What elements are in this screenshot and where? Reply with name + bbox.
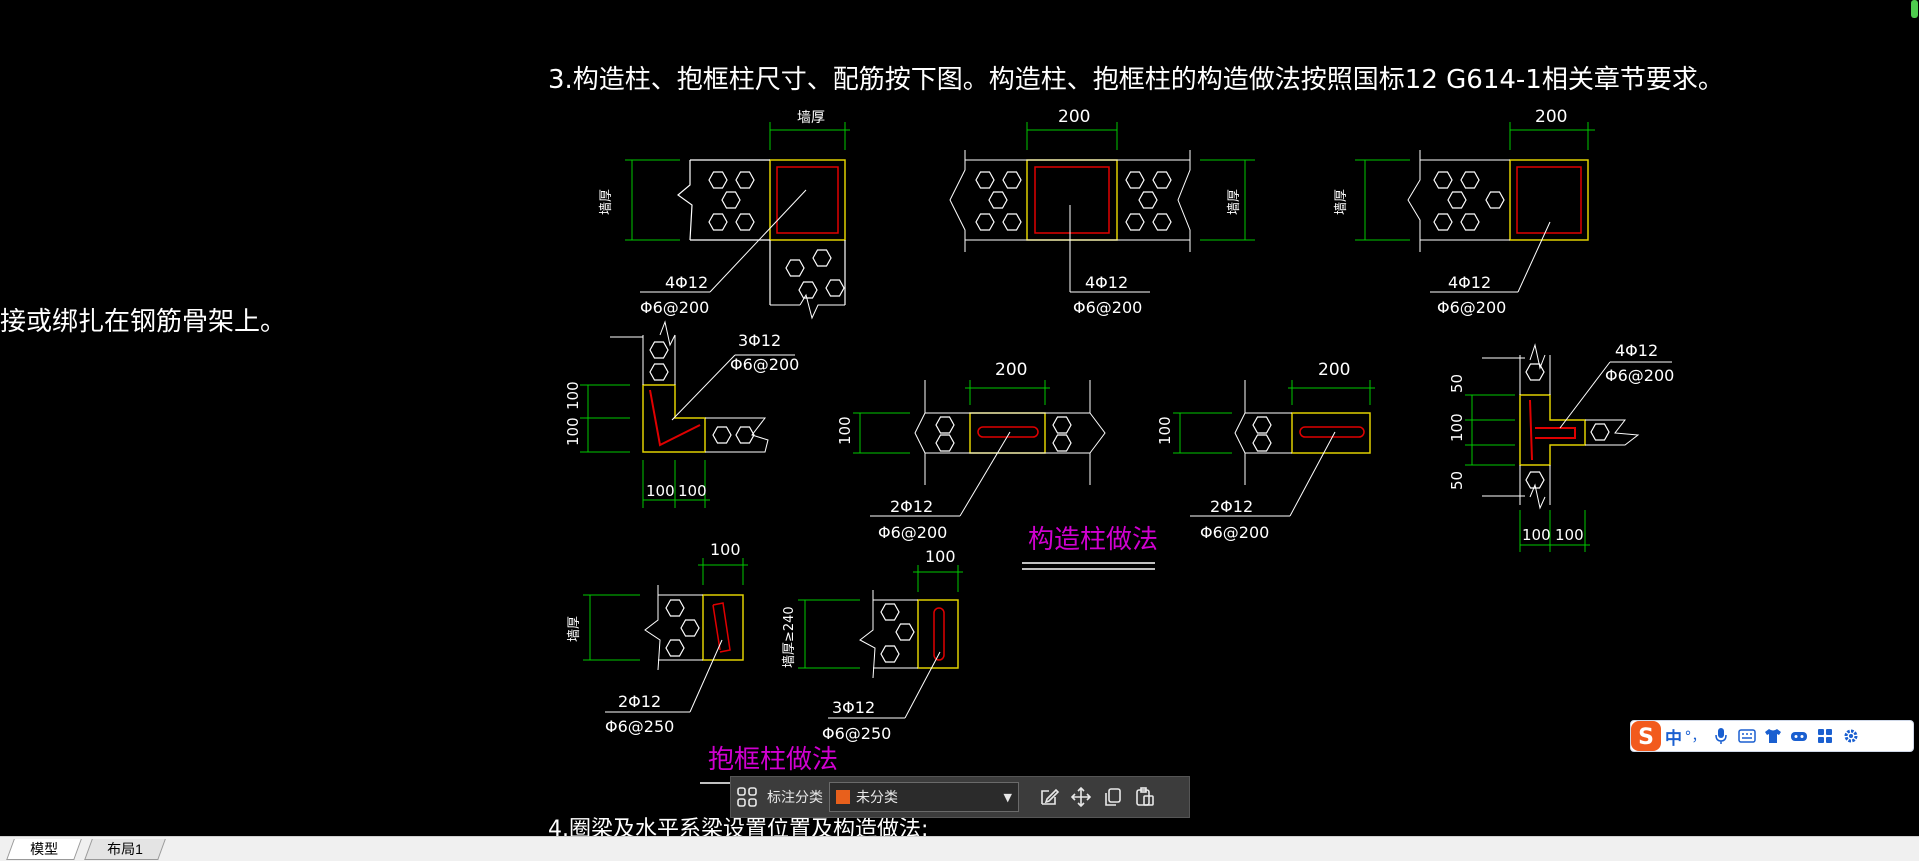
dim-100: 100 bbox=[836, 416, 854, 445]
tab-layout1[interactable]: 布局1 bbox=[84, 839, 166, 860]
detail-gzz-5: 200 100 2Φ12 Φ6@200 bbox=[836, 360, 1106, 542]
detail-bkz-2: 100 墙厚≥240 3Φ12 Φ6@250 bbox=[782, 547, 963, 743]
detail-bkz-1: 100 墙厚 2Φ12 Φ6@250 bbox=[567, 540, 748, 736]
stirrup-label: Φ6@200 bbox=[730, 355, 799, 374]
ime-mode-toggle[interactable]: 中 bbox=[1665, 728, 1682, 749]
dim-200: 200 bbox=[995, 360, 1027, 380]
detail-gzz-7: 50 100 50 100 100 4Φ12 Φ6@200 bbox=[1448, 341, 1674, 552]
dim-100: 100 bbox=[678, 482, 707, 500]
rebar-label: 4Φ12 bbox=[665, 273, 708, 292]
dim-wall-thickness: 墙厚 bbox=[797, 110, 825, 126]
annotation-category-select[interactable]: 未分类 ▼ bbox=[829, 782, 1019, 812]
dim-100: 100 bbox=[564, 381, 582, 410]
rebar-label: 2Φ12 bbox=[890, 497, 933, 516]
tab-model[interactable]: 模型 bbox=[6, 839, 82, 860]
stirrup-label: Φ6@250 bbox=[605, 717, 674, 736]
rebar-label: 2Φ12 bbox=[1210, 497, 1253, 516]
dim-wall-thickness-v: 墙厚 bbox=[1334, 189, 1349, 215]
rebar-label: 4Φ12 bbox=[1085, 273, 1128, 292]
paste-icon[interactable] bbox=[1129, 781, 1161, 813]
rebar-label: 3Φ12 bbox=[738, 331, 781, 350]
stirrup-label: Φ6@200 bbox=[640, 298, 709, 317]
stirrup-label: Φ6@200 bbox=[1605, 366, 1674, 385]
rebar-label: 4Φ12 bbox=[1615, 341, 1658, 360]
dim-wall-thickness-ge240: 墙厚≥240 bbox=[782, 606, 797, 668]
tab-model-label: 模型 bbox=[30, 841, 59, 857]
toolbox-grid-icon[interactable] bbox=[1812, 724, 1838, 748]
dim-wall-thickness-v: 墙厚 bbox=[599, 189, 614, 215]
section-title-gzz: 构造柱做法 bbox=[1028, 525, 1158, 555]
dim-100: 100 bbox=[710, 540, 741, 559]
svg-text:S: S bbox=[1638, 725, 1654, 750]
copy-icon[interactable] bbox=[1097, 781, 1129, 813]
note-heading: 3.构造柱、抱框柱尺寸、配筋按下图。构造柱、抱框柱的构造做法按照国标12 G61… bbox=[548, 65, 1724, 95]
dim-100: 100 bbox=[646, 482, 675, 500]
stirrup-label: Φ6@250 bbox=[822, 724, 891, 743]
move-icon[interactable] bbox=[1065, 781, 1097, 813]
stirrup-label: Φ6@200 bbox=[1437, 298, 1506, 317]
stirrup-label: Φ6@200 bbox=[1073, 298, 1142, 317]
dim-wall-thickness-v: 墙厚 bbox=[1227, 189, 1242, 215]
dim-200: 200 bbox=[1318, 360, 1350, 380]
dim-200: 200 bbox=[1058, 107, 1090, 127]
rebar-label: 3Φ12 bbox=[832, 698, 875, 717]
detail-gzz-2: 200 墙厚 4Φ12 Φ6@200 bbox=[949, 107, 1255, 317]
dim-100: 100 bbox=[925, 547, 956, 566]
grid-apps-icon[interactable] bbox=[731, 781, 763, 813]
dim-100: 100 bbox=[564, 417, 582, 446]
dim-200: 200 bbox=[1535, 107, 1567, 127]
bottom-note-cut: 4.圈梁及水平系梁设置位置及构造做法: bbox=[548, 817, 928, 836]
annotation-category-value: 未分类 bbox=[856, 789, 898, 805]
rebar-label: 4Φ12 bbox=[1448, 273, 1491, 292]
dim-100: 100 bbox=[1522, 526, 1551, 544]
microphone-icon[interactable] bbox=[1708, 724, 1734, 748]
detail-gzz-6: 200 100 2Φ12 Φ6@200 bbox=[1156, 360, 1375, 542]
detail-gzz-4: 100 100 100 100 3Φ12 Φ6@200 bbox=[564, 320, 799, 508]
dim-50: 50 bbox=[1448, 374, 1466, 393]
cad-drawing-canvas[interactable]: 3.构造柱、抱框柱尺寸、配筋按下图。构造柱、抱框柱的构造做法按照国标12 G61… bbox=[0, 0, 1919, 836]
sogou-logo-icon[interactable]: S bbox=[1629, 719, 1663, 753]
left-note-fragment: 接或绑扎在钢筋骨架上。 bbox=[0, 307, 286, 337]
layout-tab-bar: 模型 布局1 bbox=[0, 836, 1919, 861]
settings-gear-icon[interactable] bbox=[1838, 724, 1864, 748]
keyboard-icon[interactable] bbox=[1734, 724, 1760, 748]
rebar-label: 2Φ12 bbox=[618, 692, 661, 711]
section-title-bkz: 抱框柱做法 bbox=[708, 745, 838, 775]
ime-toolbar: S 中 °， bbox=[1630, 720, 1914, 752]
stirrup-label: Φ6@200 bbox=[1200, 523, 1269, 542]
punctuation-toggle[interactable]: °， bbox=[1684, 729, 1706, 745]
dim-wall-thickness-v: 墙厚 bbox=[567, 616, 582, 642]
skin-shirt-icon[interactable] bbox=[1760, 724, 1786, 748]
stirrup-label: Φ6@200 bbox=[878, 523, 947, 542]
vertical-scroll-indicator[interactable] bbox=[1911, 0, 1918, 18]
category-color-swatch bbox=[836, 790, 850, 804]
annotation-category-label: 标注分类 bbox=[767, 789, 823, 805]
detail-gzz-1: 墙厚 墙厚 4Φ12 Φ6@200 bbox=[599, 110, 850, 320]
gamepad-icon[interactable] bbox=[1786, 724, 1812, 748]
dim-100: 100 bbox=[1448, 413, 1466, 442]
detail-gzz-3: 200 墙厚 4Φ12 Φ6@200 bbox=[1334, 107, 1595, 317]
edit-icon[interactable] bbox=[1033, 781, 1065, 813]
dim-100: 100 bbox=[1156, 416, 1174, 445]
annotation-toolbar: 标注分类 未分类 ▼ bbox=[730, 776, 1190, 818]
tab-layout1-label: 布局1 bbox=[107, 841, 144, 857]
dim-50: 50 bbox=[1448, 471, 1466, 490]
chevron-down-icon: ▼ bbox=[1003, 790, 1012, 804]
dim-100: 100 bbox=[1555, 526, 1584, 544]
